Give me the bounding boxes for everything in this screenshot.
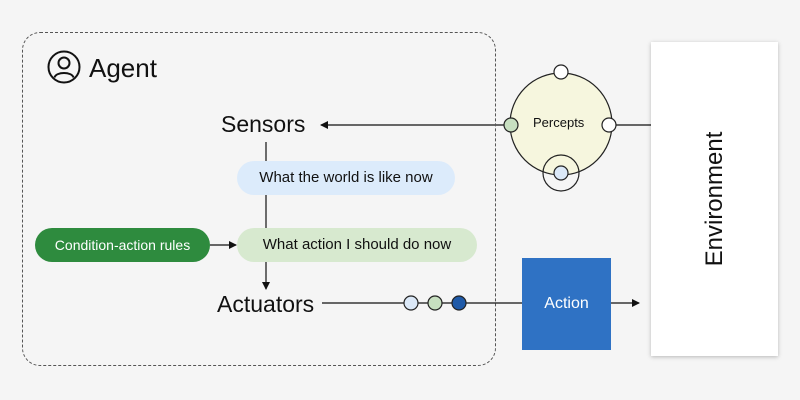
percepts-right-dot [601,117,617,133]
action-node: Action [522,258,611,350]
sensors-label: Sensors [221,111,306,137]
percepts-bottom-dot [553,165,569,181]
actuator-dot-green [427,295,443,311]
percepts-label: Percepts [533,115,585,130]
agent-boundary [22,32,496,366]
environment-label: Environment [700,131,728,267]
percepts-inner-ring [542,154,580,192]
world-state-node: What the world is like now [237,161,455,195]
action-label: Action [544,295,589,312]
actuator-dot-light-blue [403,295,419,311]
percepts-left-dot [503,117,519,133]
condition-action-rules-node: Condition-action rules [35,228,210,262]
decision-node: What action I should do now [237,228,477,262]
agent-title: Agent [89,53,157,83]
environment-node: Environment [651,42,778,356]
user-circle-icon [47,50,81,84]
actuators-label: Actuators [217,291,315,317]
actuator-dot-dark-blue [451,295,467,311]
percepts-top-dot [553,64,569,80]
